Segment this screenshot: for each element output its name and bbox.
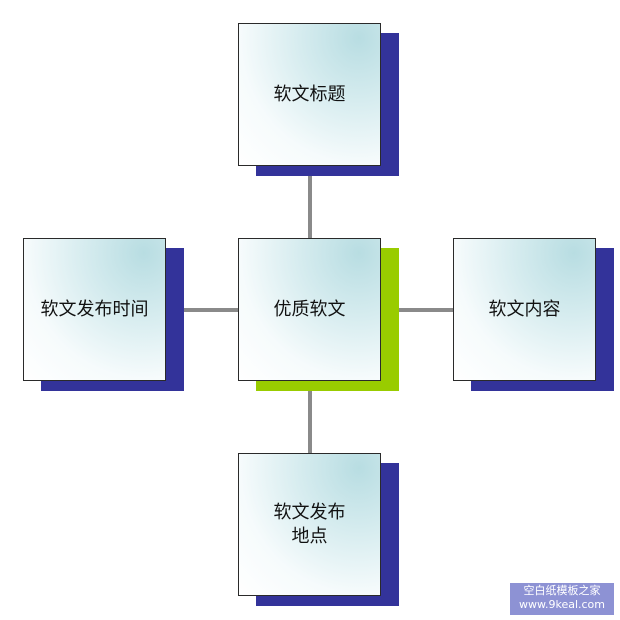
node-left[interactable]: 软文发布时间 <box>23 238 166 381</box>
node-right-label: 软文内容 <box>488 298 561 320</box>
connector-left <box>167 308 238 312</box>
watermark-title: 空白纸模板之家 <box>523 584 601 597</box>
node-left-label: 软文发布时间 <box>40 298 149 320</box>
watermark: 空白纸模板之家 www.9keal.com <box>510 583 614 615</box>
node-right[interactable]: 软文内容 <box>453 238 596 381</box>
node-bottom-label: 软文发布 地点 <box>273 501 346 547</box>
node-bottom[interactable]: 软文发布 地点 <box>238 453 381 596</box>
connector-right <box>381 308 453 312</box>
node-top[interactable]: 软文标题 <box>238 23 381 166</box>
watermark-url: www.9keal.com <box>518 598 605 611</box>
node-center[interactable]: 优质软文 <box>238 238 381 381</box>
connector-bottom <box>308 381 312 453</box>
node-center-label: 优质软文 <box>273 298 346 320</box>
node-top-label: 软文标题 <box>273 83 346 105</box>
connector-top <box>308 167 312 238</box>
